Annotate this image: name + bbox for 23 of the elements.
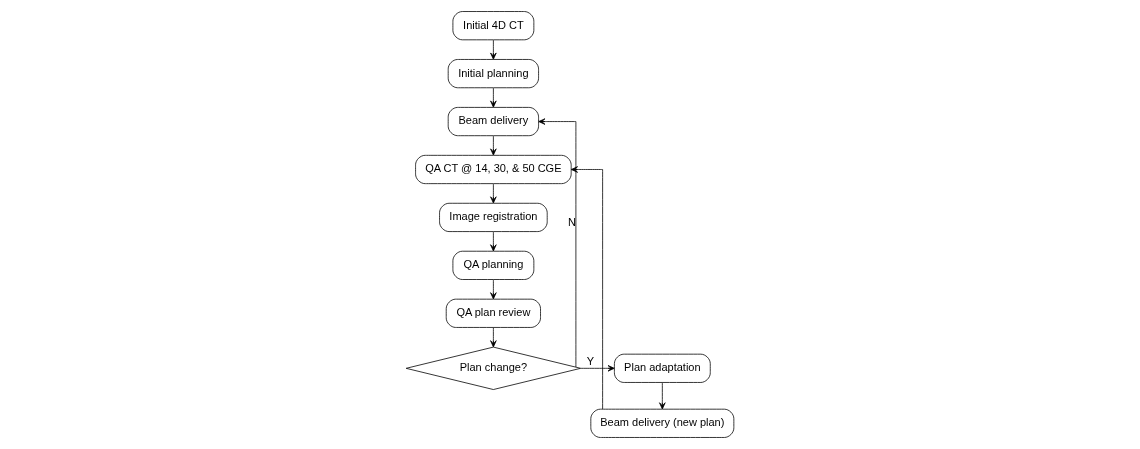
arrow xyxy=(490,183,497,204)
node-box: Beam delivery (new plan) xyxy=(590,408,735,438)
node-box: QA planning xyxy=(452,250,535,280)
edge-label: Y xyxy=(586,355,595,368)
node-diamond: Plan change? xyxy=(405,346,581,390)
arrow xyxy=(490,327,497,348)
arrow xyxy=(538,118,577,368)
arrow xyxy=(570,166,603,410)
arrow xyxy=(659,382,666,410)
edge-label: N xyxy=(567,215,576,228)
arrow xyxy=(490,279,497,300)
arrow xyxy=(490,87,497,108)
node-box: QA CT @ 14, 30, & 50 CGE xyxy=(415,154,572,185)
arrow xyxy=(580,365,615,372)
node-box: Initial 4D CT xyxy=(452,11,535,41)
node-box: Image registration xyxy=(439,202,548,232)
node-box: Plan adaptation xyxy=(614,353,711,383)
node-box: QA plan review xyxy=(445,298,541,328)
node-box: Initial planning xyxy=(447,59,539,89)
node-box: Beam delivery xyxy=(447,107,539,137)
arrow xyxy=(490,231,497,252)
arrow xyxy=(490,39,497,60)
arrow xyxy=(490,135,497,156)
